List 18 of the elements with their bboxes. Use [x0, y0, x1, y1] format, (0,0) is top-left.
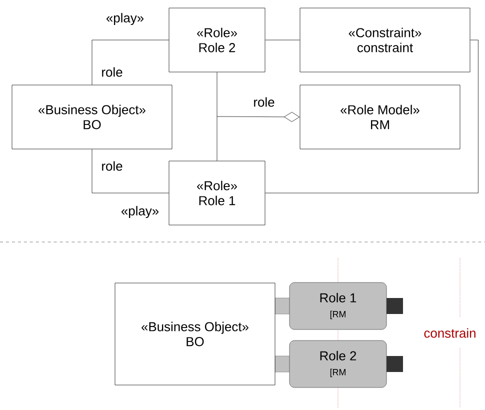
class-box: «Role» Role 1 [168, 160, 266, 226]
constraint-label: constrain [424, 328, 476, 338]
class-box: «Constraint» constraint [300, 8, 470, 72]
connector [216, 72, 300, 161]
class-box: «Role Model» RM [300, 84, 460, 150]
edge-label: role [102, 161, 122, 171]
stereotype-label: «play» [106, 12, 144, 26]
role-box: Role 1 [RM [289, 282, 387, 330]
class-box: «Business Object» BO [12, 84, 172, 150]
stereotype-label: «play» [121, 206, 159, 218]
edge-label: role [254, 97, 274, 107]
class-box: «Role» Role 2 [168, 8, 266, 72]
connector [265, 40, 478, 194]
class-box: «Business Object» BO [114, 282, 276, 386]
edge-label: role [102, 67, 122, 77]
role-box: Role 2 [RM [289, 340, 387, 388]
connector [92, 40, 169, 85]
connector [92, 149, 169, 194]
